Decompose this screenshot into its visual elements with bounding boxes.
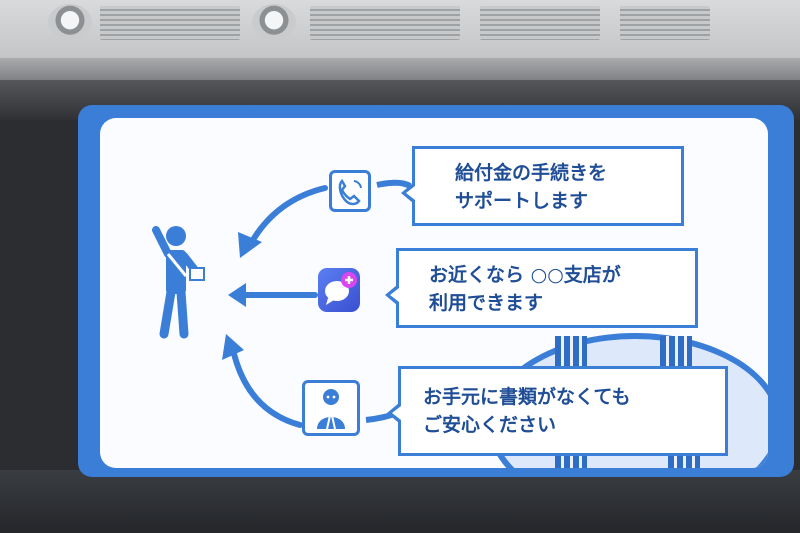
ceiling-lamp bbox=[48, 4, 92, 40]
message-line: サポートします bbox=[455, 190, 589, 212]
message-bubble-branch: お近くなら ○○支店が 利用できます bbox=[385, 248, 698, 328]
phone-icon bbox=[329, 170, 371, 212]
ceiling bbox=[0, 0, 800, 58]
message-line: お近くなら ○○支店が bbox=[429, 264, 621, 286]
ceiling-vent bbox=[620, 6, 710, 40]
message-bubble-documents: お手元に書類がなくても ご安心ください bbox=[387, 366, 728, 456]
ceiling-vent bbox=[310, 6, 460, 40]
message-line: ご安心ください bbox=[423, 414, 557, 436]
ceiling-vent bbox=[480, 6, 600, 40]
arrows bbox=[222, 179, 412, 428]
ceiling-trim bbox=[0, 58, 800, 80]
projection-screen: 給付金の手続きを サポートします お近くなら ○○支店が 利用できます お手元に… bbox=[100, 118, 768, 468]
message-line: 給付金の手続きを bbox=[455, 162, 608, 184]
ceiling-vent bbox=[100, 6, 240, 40]
ceiling-lamp bbox=[252, 4, 296, 40]
staff-icon bbox=[302, 380, 360, 436]
floor bbox=[0, 470, 800, 533]
message-bubble-support: 給付金の手続きを サポートします bbox=[401, 146, 684, 226]
message-line: お手元に書類がなくても bbox=[423, 386, 631, 408]
chat-plus-icon bbox=[318, 268, 360, 312]
person-icon bbox=[152, 226, 205, 339]
message-line: 利用できます bbox=[429, 292, 544, 314]
